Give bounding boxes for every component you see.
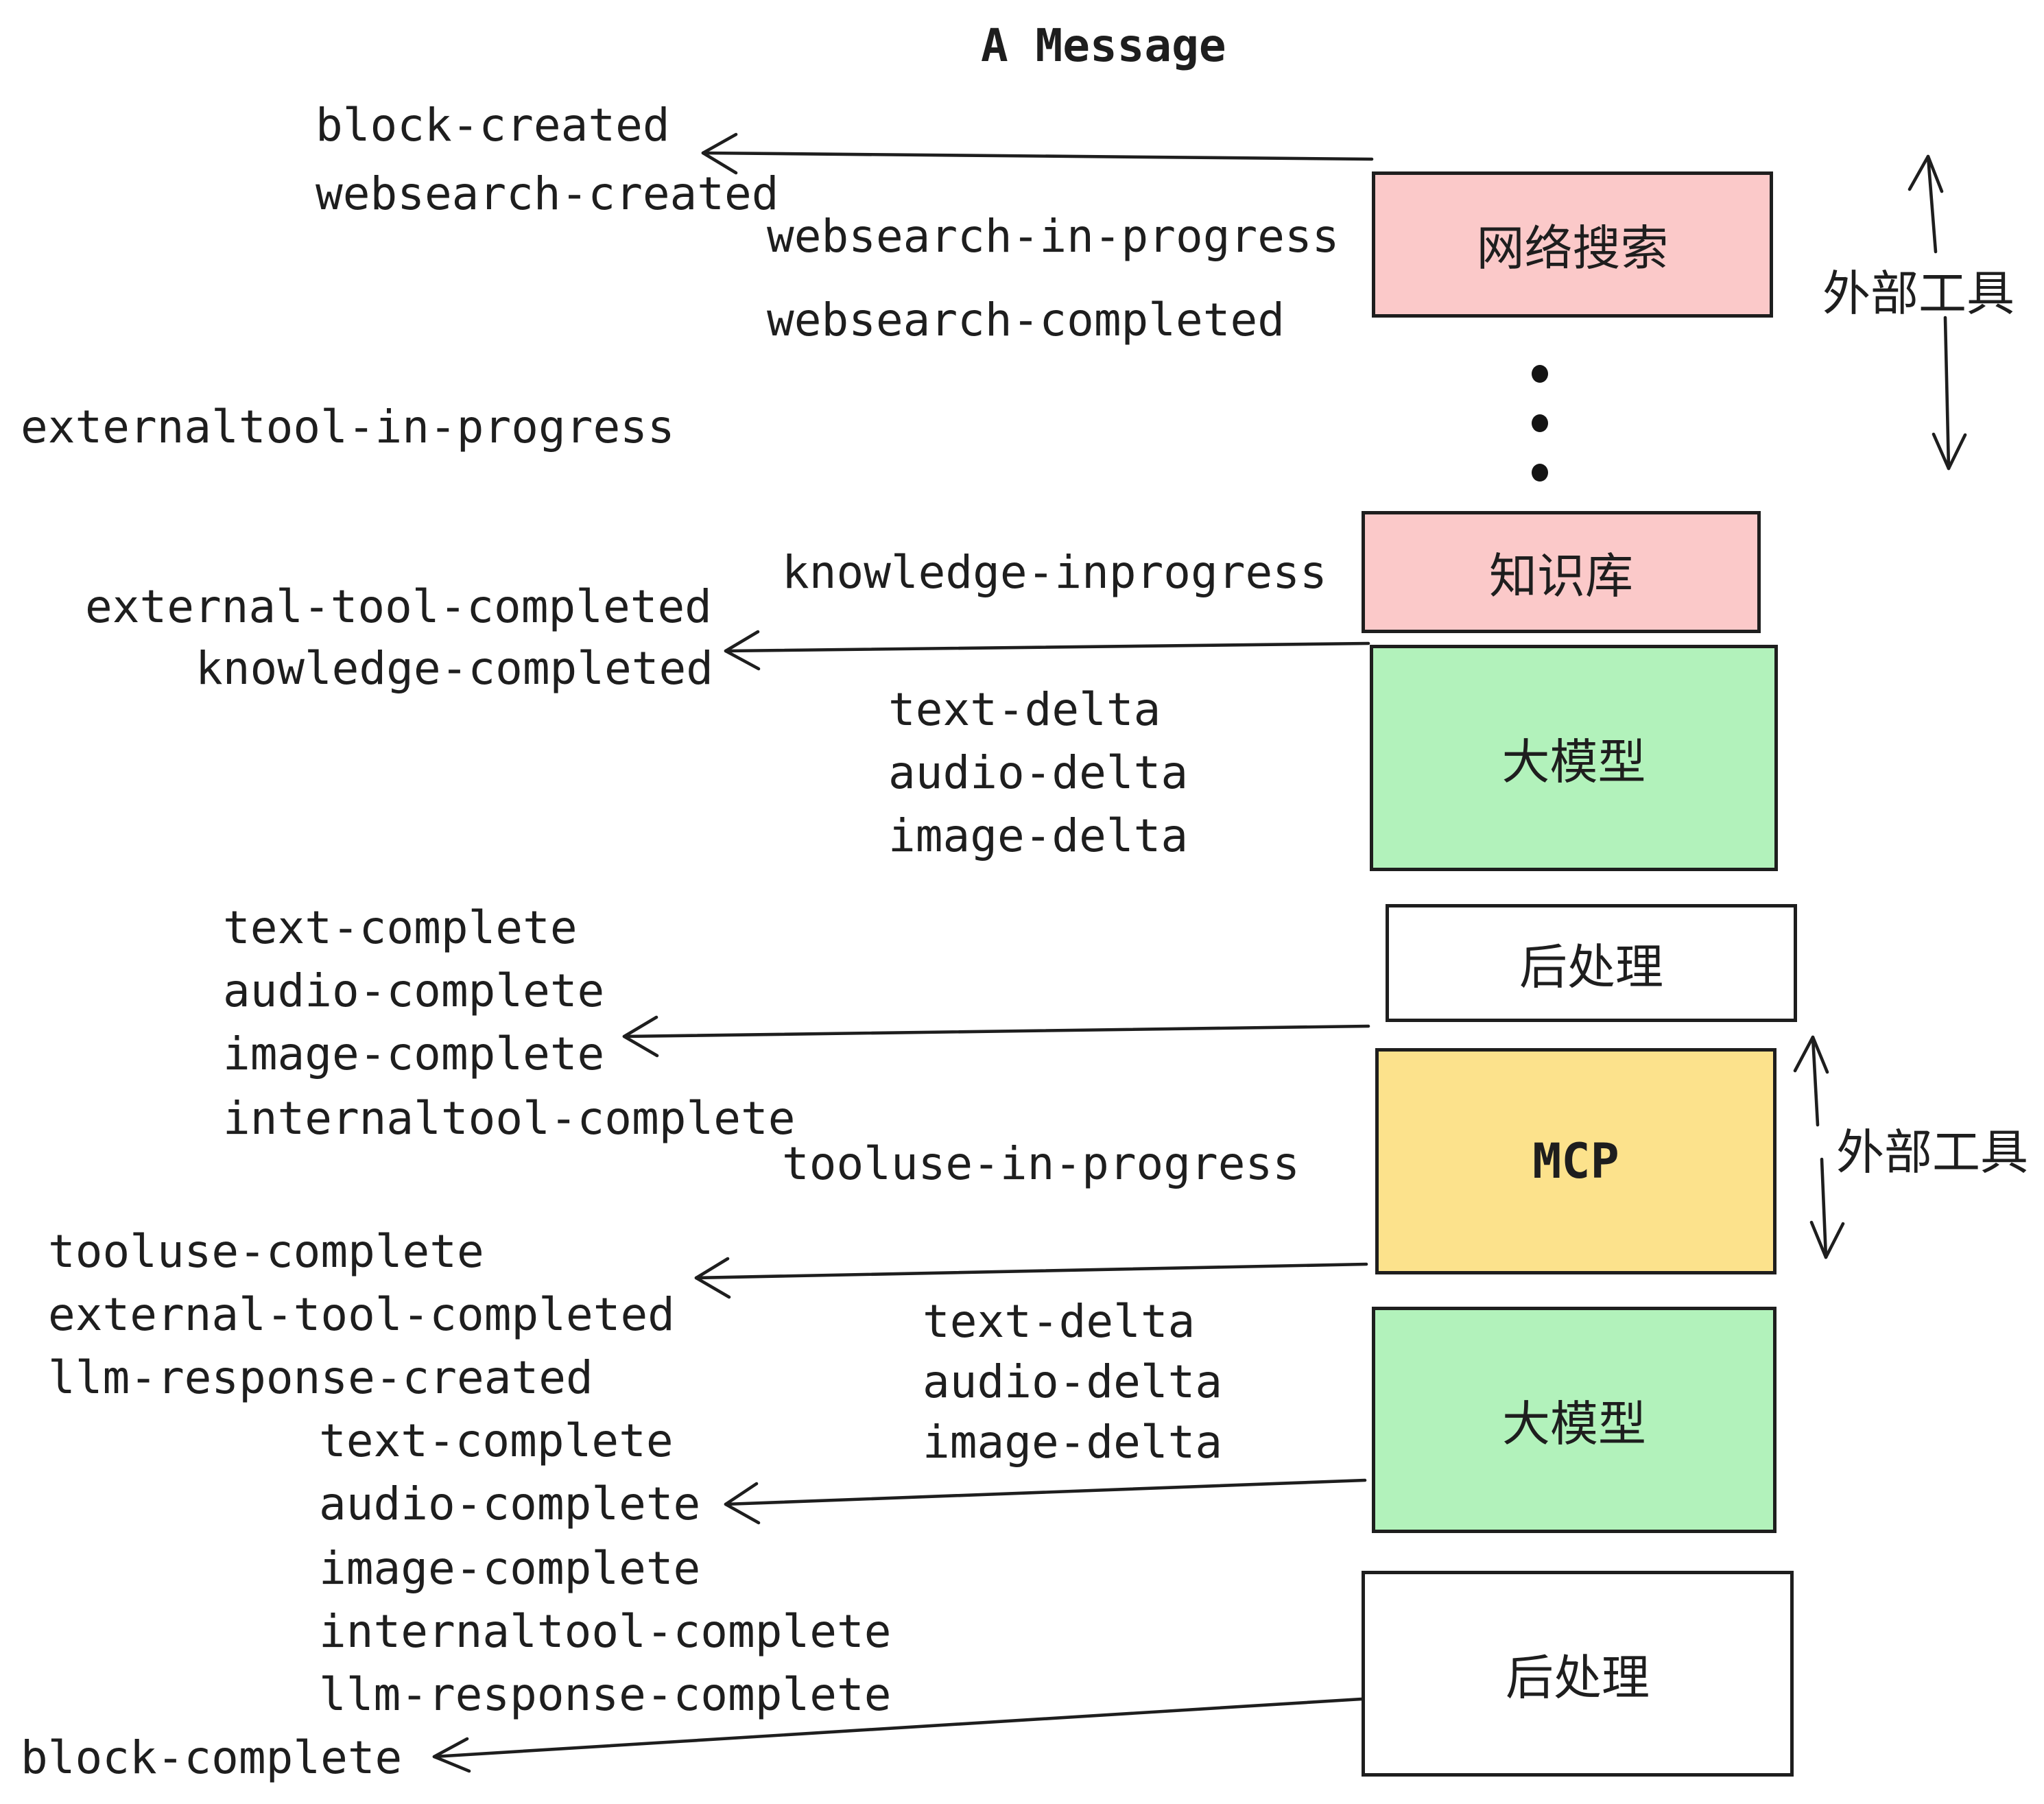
event-block-complete: block-complete [21, 1731, 403, 1784]
event-internaltool-complete-1: internaltool-complete [223, 1092, 796, 1145]
event-block-created: block-created [316, 99, 670, 152]
event-llm-response-complete: llm-response-complete [319, 1668, 892, 1721]
box-mcp: MCP [1375, 1048, 1776, 1274]
box-knowledge: 知识库 [1362, 511, 1761, 633]
event-external-tool-completed-2: external-tool-completed [48, 1288, 675, 1341]
box-websearch-label: 网络搜索 [1476, 220, 1669, 276]
event-tooluse-in-progress: tooluse-in-progress [782, 1137, 1300, 1190]
ellipsis-dot-1 [1532, 365, 1548, 383]
external-tools-1-down-arrow [1932, 316, 1967, 471]
event-audio-complete-2: audio-complete [319, 1477, 701, 1530]
side-label-external-tools-1: 外部工具 [1822, 265, 2015, 322]
event-image-delta-2: image-delta [923, 1416, 1223, 1469]
external-tools-2-down-arrow [1809, 1157, 1845, 1259]
diagram-title: A Message [981, 19, 1226, 72]
side-label-external-tools-2: 外部工具 [1836, 1124, 2028, 1180]
box-postprocess-1: 后处理 [1386, 904, 1797, 1022]
ellipsis-dot-2 [1532, 414, 1548, 432]
arrow-to-block-complete [432, 1697, 1364, 1773]
event-websearch-in-progress: websearch-in-progress [767, 210, 1340, 263]
event-llm-response-created: llm-response-created [48, 1351, 593, 1404]
event-tooluse-complete: tooluse-complete [48, 1225, 484, 1278]
event-text-delta-1: text-delta [888, 683, 1161, 736]
event-image-complete-2: image-complete [319, 1542, 701, 1595]
box-mcp-label: MCP [1532, 1133, 1619, 1189]
event-audio-delta-1: audio-delta [888, 746, 1189, 799]
arrow-to-external-tool-completed [694, 1257, 1368, 1299]
event-external-tool-completed: external-tool-completed [85, 580, 712, 633]
box-llm-1: 大模型 [1370, 645, 1778, 871]
event-text-complete-2: text-complete [319, 1414, 674, 1467]
event-knowledge-completed: knowledge-completed [195, 642, 713, 695]
event-audio-complete-1: audio-complete [223, 964, 605, 1017]
box-knowledge-label: 知识库 [1489, 547, 1633, 604]
external-tools-2-up-arrow [1793, 1035, 1829, 1127]
event-text-delta-2: text-delta [923, 1295, 1196, 1348]
external-tools-1-up-arrow [1908, 154, 1944, 254]
event-websearch-created: websearch-created [316, 167, 779, 220]
event-image-complete-1: image-complete [223, 1028, 605, 1080]
box-llm-2: 大模型 [1372, 1307, 1776, 1533]
arrow-to-knowledge-completed [724, 630, 1370, 671]
event-knowledge-inprogress: knowledge-inprogress [782, 546, 1327, 599]
box-postprocess-2-label: 后处理 [1506, 1649, 1650, 1706]
event-image-delta-1: image-delta [888, 809, 1189, 862]
box-postprocess-2: 后处理 [1362, 1571, 1794, 1777]
event-text-complete-1: text-complete [223, 901, 578, 954]
box-websearch: 网络搜索 [1372, 171, 1773, 318]
arrow-to-block-created [701, 132, 1374, 175]
box-postprocess-1-label: 后处理 [1519, 938, 1663, 995]
arrow-to-image-complete [622, 1015, 1370, 1058]
arrow-to-audio-complete [724, 1478, 1367, 1525]
event-audio-delta-2: audio-delta [923, 1355, 1223, 1408]
event-internaltool-complete-2: internaltool-complete [319, 1605, 892, 1658]
box-llm-2-label: 大模型 [1502, 1395, 1646, 1452]
box-llm-1-label: 大模型 [1501, 733, 1646, 790]
ellipsis-dot-3 [1532, 464, 1548, 482]
event-websearch-completed: websearch-completed [767, 294, 1285, 346]
event-externaltool-in-progress: externaltool-in-progress [21, 401, 675, 453]
